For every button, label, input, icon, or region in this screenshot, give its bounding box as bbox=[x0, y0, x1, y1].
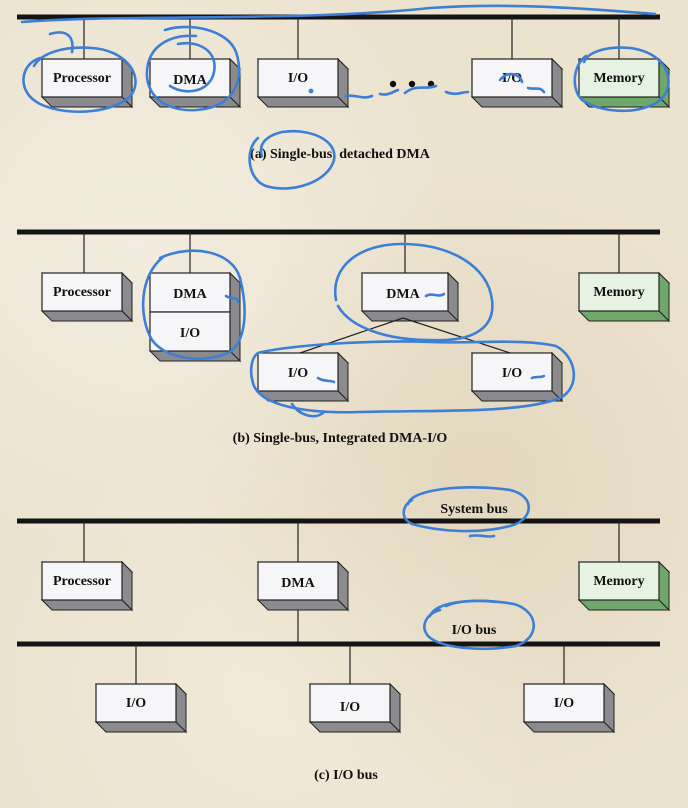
io-box-1-c: I/O bbox=[94, 682, 188, 734]
io-box-2-c: I/O bbox=[308, 682, 402, 734]
io-box-2-b: I/O bbox=[256, 351, 350, 403]
memory-box-b: Memory bbox=[577, 271, 671, 323]
processor-box-b: Processor bbox=[40, 271, 134, 323]
section-a: Processor DMA I/O I/O bbox=[17, 4, 671, 190]
section-b: Processor DMA I/O DMA I/O bbox=[17, 229, 671, 446]
dma-box-2-b: DMA bbox=[360, 271, 460, 323]
annotation-ink-c bbox=[402, 486, 535, 651]
dma-label-c: DMA bbox=[281, 576, 315, 591]
io-bus-label: I/O bus bbox=[452, 623, 497, 638]
caption-b: (b) Single-bus, Integrated DMA-I/O bbox=[233, 431, 448, 446]
processor-label-a: Processor bbox=[53, 71, 111, 86]
io-label-1-a: I/O bbox=[288, 71, 308, 86]
dma-label-1-b: DMA bbox=[173, 287, 207, 302]
processor-box-a: Processor bbox=[40, 57, 134, 109]
dma-label-a: DMA bbox=[173, 73, 207, 88]
caption-a: (a) Single-bus, detached DMA bbox=[250, 147, 431, 162]
memory-box-c: Memory bbox=[577, 560, 671, 612]
processor-label-c: Processor bbox=[53, 574, 111, 589]
io-label-3-b: I/O bbox=[502, 366, 522, 381]
processor-label-b: Processor bbox=[53, 285, 111, 300]
processor-box-c: Processor bbox=[40, 560, 134, 612]
dma-io-stack-b: DMA I/O bbox=[148, 271, 242, 363]
ellipsis-dots-a bbox=[389, 80, 435, 88]
dma-box-a: DMA bbox=[148, 57, 242, 109]
dma-label-2-b: DMA bbox=[386, 287, 420, 302]
io-box-3-b: I/O bbox=[470, 351, 564, 403]
io-label-3-c: I/O bbox=[554, 696, 574, 711]
dma-box-c: DMA bbox=[256, 560, 350, 612]
link-dma-io-2-b bbox=[299, 317, 404, 354]
io-box-3-c: I/O bbox=[522, 682, 616, 734]
io-box-2-a: I/O bbox=[470, 57, 564, 109]
caption-c: (c) I/O bus bbox=[314, 768, 378, 783]
io-label-2-c: I/O bbox=[340, 700, 360, 715]
section-c: System bus Processor DMA Memory I/O b bbox=[17, 486, 671, 783]
annotation-ink-a bbox=[20, 4, 670, 190]
memory-label-b: Memory bbox=[593, 285, 644, 300]
memory-label-a: Memory bbox=[593, 71, 644, 86]
memory-box-a: Memory bbox=[577, 57, 671, 109]
memory-label-c: Memory bbox=[593, 574, 644, 589]
io-label-1-b: I/O bbox=[180, 326, 200, 341]
annotation-ink-b bbox=[141, 242, 576, 418]
link-dma-io-3-b bbox=[402, 317, 511, 354]
system-bus-label: System bus bbox=[440, 502, 508, 517]
io-box-1-a: I/O bbox=[256, 57, 350, 109]
io-label-1-c: I/O bbox=[126, 696, 146, 711]
io-label-2-b: I/O bbox=[288, 366, 308, 381]
